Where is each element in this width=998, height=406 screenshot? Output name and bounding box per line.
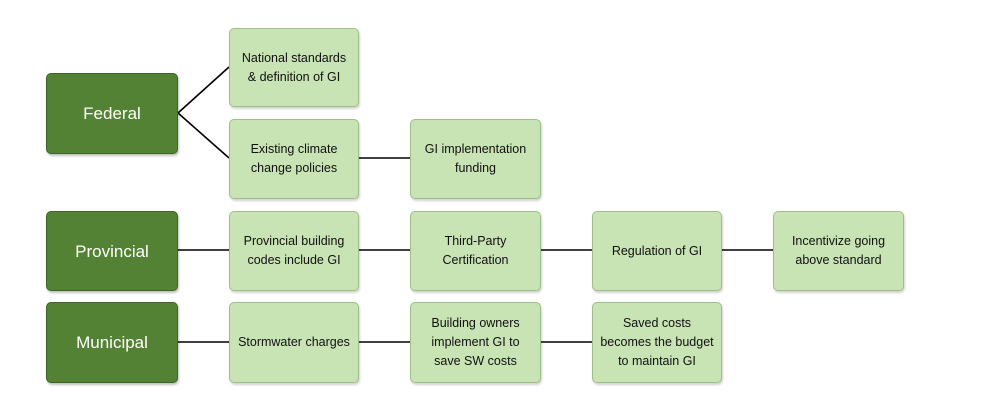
- level-provincial: Provincial: [46, 211, 178, 291]
- node-incentivize: Incentivize going above standard: [773, 211, 904, 291]
- node-implementation-funding-label: GI implementation funding: [424, 142, 527, 175]
- node-stormwater-charges: Stormwater charges: [229, 302, 359, 383]
- connector-federal-to-climate-policies: [177, 112, 230, 159]
- level-federal-label: Federal: [83, 104, 141, 123]
- node-building-codes: Provincial building codes include GI: [229, 211, 359, 291]
- node-saved-costs: Saved costs becomes the budget to mainta…: [592, 302, 722, 383]
- node-certification-label: Third-Party Certification: [442, 234, 509, 267]
- node-regulation: Regulation of GI: [592, 211, 722, 291]
- node-building-codes-label: Provincial building codes include GI: [243, 234, 345, 267]
- connector-federal-to-national-standards: [177, 66, 230, 114]
- node-saved-costs-label: Saved costs becomes the budget to mainta…: [600, 316, 714, 368]
- node-regulation-label: Regulation of GI: [611, 243, 703, 258]
- node-implementation-funding: GI implementation funding: [410, 119, 541, 199]
- level-provincial-label: Provincial: [75, 241, 149, 261]
- node-national-standards-label: National standards & definition of GI: [241, 50, 347, 84]
- node-climate-policies-label: Existing climate change policies: [250, 142, 338, 175]
- node-climate-policies: Existing climate change policies: [229, 119, 359, 199]
- node-owners-implement-label: Building owners implement GI to save SW …: [431, 316, 520, 368]
- node-certification: Third-Party Certification: [410, 211, 541, 291]
- level-federal: Federal: [46, 73, 178, 154]
- node-owners-implement: Building owners implement GI to save SW …: [410, 302, 541, 383]
- node-stormwater-charges-label: Stormwater charges: [238, 335, 350, 349]
- node-national-standards: National standards & definition of GI: [229, 28, 359, 107]
- node-incentivize-label: Incentivize going above standard: [791, 234, 886, 267]
- level-municipal-label: Municipal: [76, 333, 148, 352]
- level-municipal: Municipal: [46, 302, 178, 383]
